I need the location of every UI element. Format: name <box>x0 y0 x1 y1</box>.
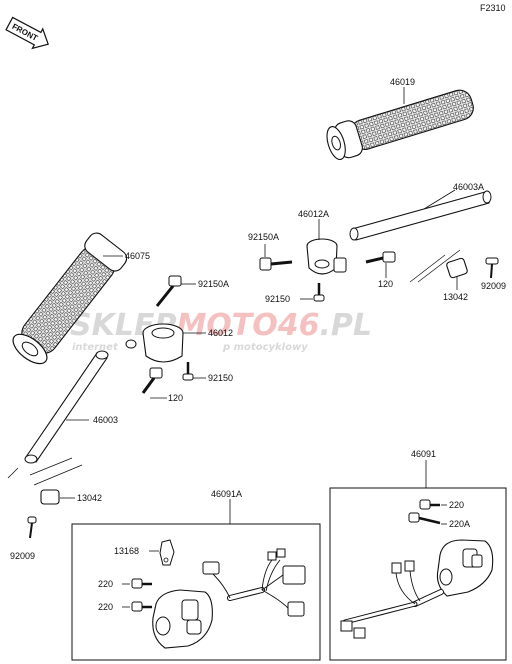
label-220-right: 220 <box>449 500 464 510</box>
bar-46003A <box>349 190 492 241</box>
figure-code: F2310 <box>480 3 506 13</box>
screw-92150-lower <box>182 362 194 381</box>
bar-46003 <box>7 350 109 479</box>
grip-46019 <box>326 89 474 161</box>
label-13042-upper: 13042 <box>443 292 468 302</box>
label-120-lower: 120 <box>168 393 183 403</box>
switch-box-46091 <box>329 487 507 661</box>
label-46003A: 46003A <box>453 182 484 192</box>
label-92009-lower: 92009 <box>10 551 35 561</box>
label-46019: 46019 <box>390 77 415 87</box>
screw-92150-upper <box>313 283 325 302</box>
label-46091A: 46091A <box>211 489 242 499</box>
right-switch-housing <box>340 539 494 639</box>
weight-13042-upper <box>409 249 468 283</box>
label-92150A-upper: 92150A <box>248 232 279 242</box>
label-46075: 46075 <box>125 251 150 261</box>
weight-13042-lower <box>29 457 83 505</box>
label-92150A-lower: 92150A <box>198 279 229 289</box>
bracket-13168 <box>159 539 175 566</box>
label-46003: 46003 <box>93 415 118 425</box>
watermark-tagline-left: internet <box>72 342 119 353</box>
label-13042-lower: 13042 <box>77 493 102 503</box>
clamp-46012A <box>306 238 347 275</box>
grip-46075 <box>12 232 128 365</box>
label-46012A: 46012A <box>298 209 329 219</box>
bolt-120-upper <box>365 251 396 264</box>
bolt-92150A-upper <box>259 257 293 271</box>
screw-92009-lower <box>27 516 37 539</box>
screw-220-right <box>419 499 440 510</box>
label-13168: 13168 <box>114 546 139 556</box>
left-switch-housing <box>152 548 306 649</box>
label-46012: 46012 <box>208 328 233 338</box>
watermark-tagline-right: p motocyklowy <box>222 342 308 353</box>
label-46091: 46091 <box>411 449 436 459</box>
bolt-120-lower <box>141 367 163 394</box>
screw-220-left-1 <box>131 578 152 589</box>
screw-220A <box>408 512 441 525</box>
watermark-brand-3: .PL <box>320 308 373 343</box>
watermark-brand-2: MOTO46 <box>176 308 319 343</box>
watermark: SKLEPMOTO46.PL internet p motocyklowy <box>70 308 372 353</box>
screw-92009-upper <box>485 257 499 279</box>
label-120-upper: 120 <box>378 279 393 289</box>
label-92009-upper: 92009 <box>481 281 506 291</box>
label-220A: 220A <box>449 519 470 529</box>
screw-220-left-2 <box>131 601 152 612</box>
label-92150-lower: 92150 <box>208 373 233 383</box>
label-220-left-1: 220 <box>98 579 113 589</box>
label-92150-upper: 92150 <box>265 294 290 304</box>
label-220-left-2: 220 <box>98 602 113 612</box>
front-arrow-icon: FRONT <box>5 16 49 50</box>
bolt-92150A-lower <box>155 275 182 307</box>
switch-box-46091A <box>71 523 321 661</box>
